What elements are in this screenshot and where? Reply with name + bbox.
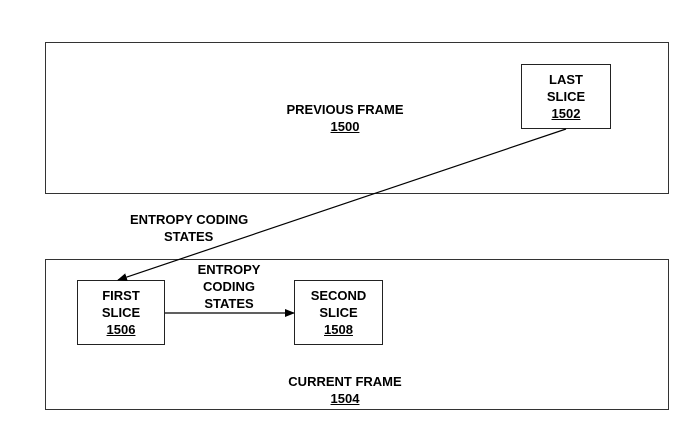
last-slice-label-line2: SLICE [546,89,586,104]
inter-frame-arrow-label: ENTROPY CODING STATES [130,211,280,245]
second-slice-number: 1508 [324,322,353,337]
inter-frame-label-line2: STATES [164,229,214,244]
inter-frame-label-line1: ENTROPY CODING [130,212,249,227]
previous-frame-title: PREVIOUS FRAME 1500 [250,101,440,135]
first-slice-box: FIRST SLICE 1506 [77,280,165,345]
intra-frame-label-line2: CODING [203,279,255,294]
previous-frame-label: PREVIOUS FRAME [286,102,404,117]
inter-frame-arrow [117,128,567,281]
intra-frame-label-line1: ENTROPY [197,262,261,277]
intra-frame-arrow-label: ENTROPY CODING STATES [182,261,276,312]
current-frame-label: CURRENT FRAME [288,374,402,389]
first-slice-label-line2: SLICE [101,305,141,320]
first-slice-label-line1: FIRST [102,288,140,303]
last-slice-number: 1502 [551,106,581,121]
first-slice-number: 1506 [106,322,136,337]
second-slice-label-line2: SLICE [319,305,358,320]
current-frame-number: 1504 [330,391,360,406]
last-slice-box: LAST SLICE 1502 [521,64,611,129]
current-frame-title: CURRENT FRAME 1504 [250,373,440,407]
last-slice-label-line1: LAST [549,72,583,87]
second-slice-box: SECOND SLICE 1508 [294,280,383,345]
previous-frame-number: 1500 [330,119,360,134]
second-slice-label-line1: SECOND [310,288,367,303]
intra-frame-label-line3: STATES [204,296,254,311]
